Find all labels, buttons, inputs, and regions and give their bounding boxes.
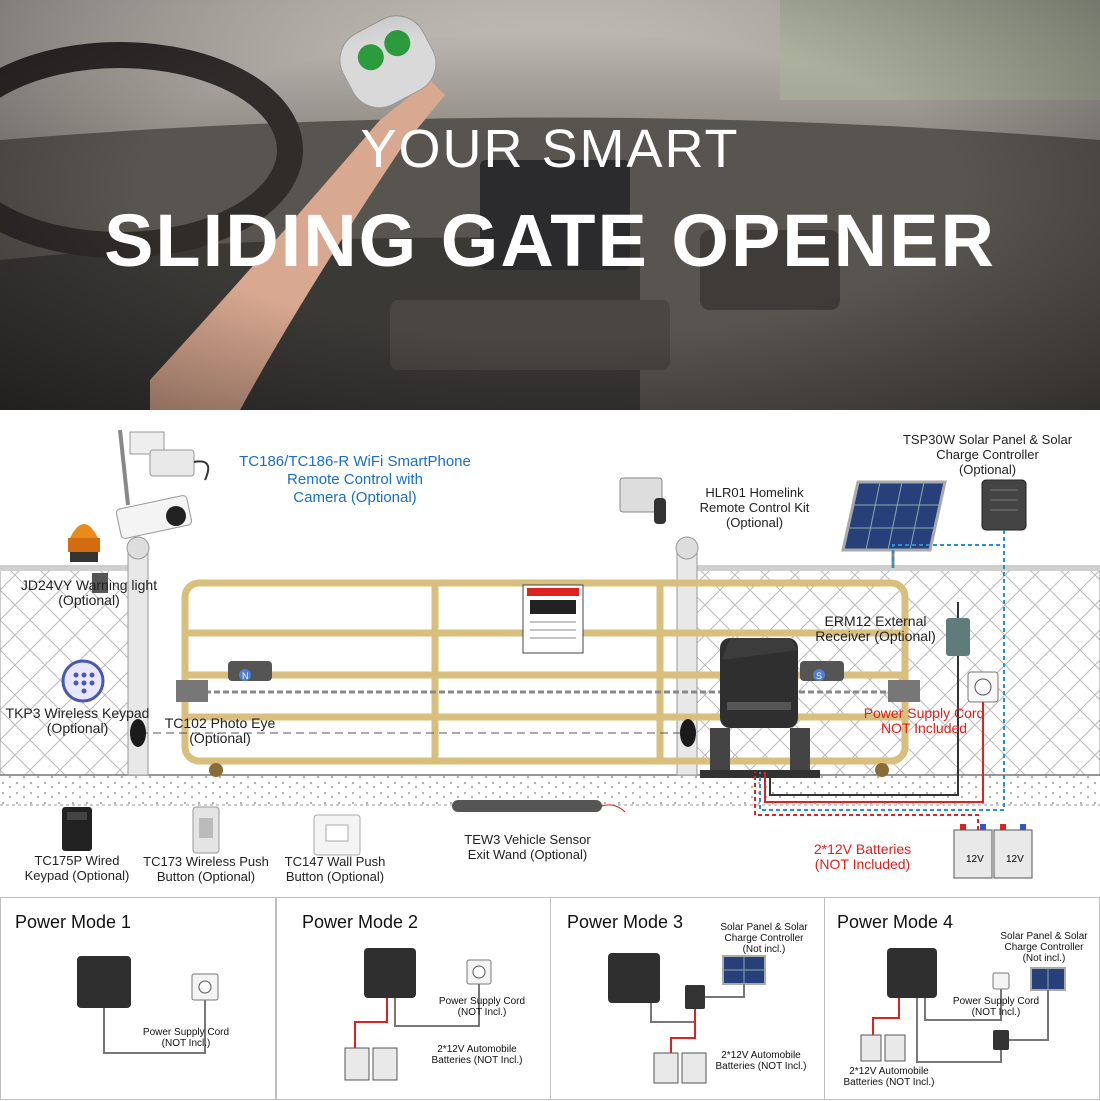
camera-power-adapter-icon — [149, 449, 210, 481]
power-outlet-icon — [967, 671, 999, 703]
gate-wheel-left — [209, 763, 223, 777]
wifi-camera-icon — [115, 429, 193, 539]
battery-icon — [344, 1047, 370, 1081]
power-mode-1-panel: Power Mode 1 Power Supply Cord(NOT Incl.… — [0, 897, 276, 1100]
power-mode-2-psu-label: Power Supply Cord(NOT Incl.) — [438, 996, 526, 1018]
warning-light-icon — [68, 524, 100, 562]
wireless-push-button-icon — [192, 806, 220, 854]
power-mode-4-diagram — [860, 948, 1066, 1063]
wireless-keypad-icon — [61, 659, 105, 703]
photo-eye-left-icon — [130, 719, 146, 747]
power-mode-2-diagram — [344, 948, 492, 1081]
batteries-label: 2*12V Batteries(NOT Included) — [813, 841, 912, 872]
battery-label-1: 12V — [966, 854, 984, 865]
warning-light-bracket — [92, 573, 108, 593]
power-mode-1-title: Power Mode 1 — [15, 912, 132, 932]
battery-icon — [860, 1034, 882, 1062]
power-mode-1-psu-label: Power Supply Cord(NOT Incl.) — [142, 1027, 230, 1049]
charge-controller-icon — [685, 985, 705, 1009]
battery-pack-icon — [953, 824, 1033, 879]
outlet-icon — [992, 972, 1010, 990]
power-cord-wire — [764, 702, 984, 803]
battery-wire — [754, 772, 979, 830]
motor-icon — [887, 948, 937, 998]
charge-controller-icon — [981, 479, 1027, 531]
magnet-s-label: S — [816, 671, 822, 681]
photo-eye-right-icon — [680, 719, 696, 747]
power-mode-2-title: Power Mode 2 — [302, 912, 419, 932]
magnet-n-label: N — [242, 671, 249, 681]
warning-sign — [522, 584, 584, 654]
external-receiver-icon — [946, 618, 970, 656]
hero-background-art — [0, 0, 1100, 410]
receiver-wire — [769, 656, 959, 796]
battery-icon — [884, 1034, 906, 1062]
motor-icon — [364, 948, 416, 998]
homelink-receiver-icon — [619, 477, 666, 524]
installation-diagram: 12V 12V N S — [0, 429, 1100, 879]
power-mode-3-title: Power Mode 3 — [567, 912, 684, 932]
gate-wheel-right — [875, 763, 889, 777]
hero-tagline: YOUR SMART — [360, 119, 740, 179]
battery-label-2: 12V — [1006, 854, 1024, 865]
gate-bracket-right — [888, 680, 920, 702]
motor-icon — [608, 953, 660, 1003]
hero-banner: YOUR SMART SLIDING GATE OPENER — [0, 0, 1100, 410]
battery-icon — [372, 1047, 398, 1081]
power-mode-1-diagram — [77, 956, 219, 1054]
hero-title: SLIDING GATE OPENER — [104, 199, 996, 282]
warning-light-label: JD24VY Warning light(Optional) — [20, 577, 158, 608]
gate-bracket-left — [176, 680, 208, 702]
motor-icon — [77, 956, 131, 1008]
power-mode-2-panel: Power Mode 2 Power Supply Cord(NOT Incl.… — [276, 897, 551, 1100]
vignette — [0, 0, 1100, 410]
charge-controller-icon — [993, 1030, 1009, 1050]
wired-keypad-icon — [62, 807, 92, 851]
exit-wand-icon — [452, 800, 626, 813]
battery-icon — [653, 1052, 679, 1084]
photo-eye-label: TC102 Photo Eye(Optional) — [164, 715, 276, 746]
power-mode-4-psu-label: Power Supply Cord(NOT Incl.) — [952, 996, 1040, 1018]
battery-icon — [681, 1052, 707, 1084]
wall-push-button-icon — [313, 814, 361, 856]
keypad-label: TKP3 Wireless Keypad(Optional) — [5, 705, 150, 736]
solar-panel-icon — [841, 480, 947, 568]
power-mode-4-title: Power Mode 4 — [837, 912, 954, 932]
power-mode-3-diagram — [608, 953, 766, 1084]
limit-magnet-n — [228, 661, 272, 681]
solar-wire — [759, 530, 1005, 811]
